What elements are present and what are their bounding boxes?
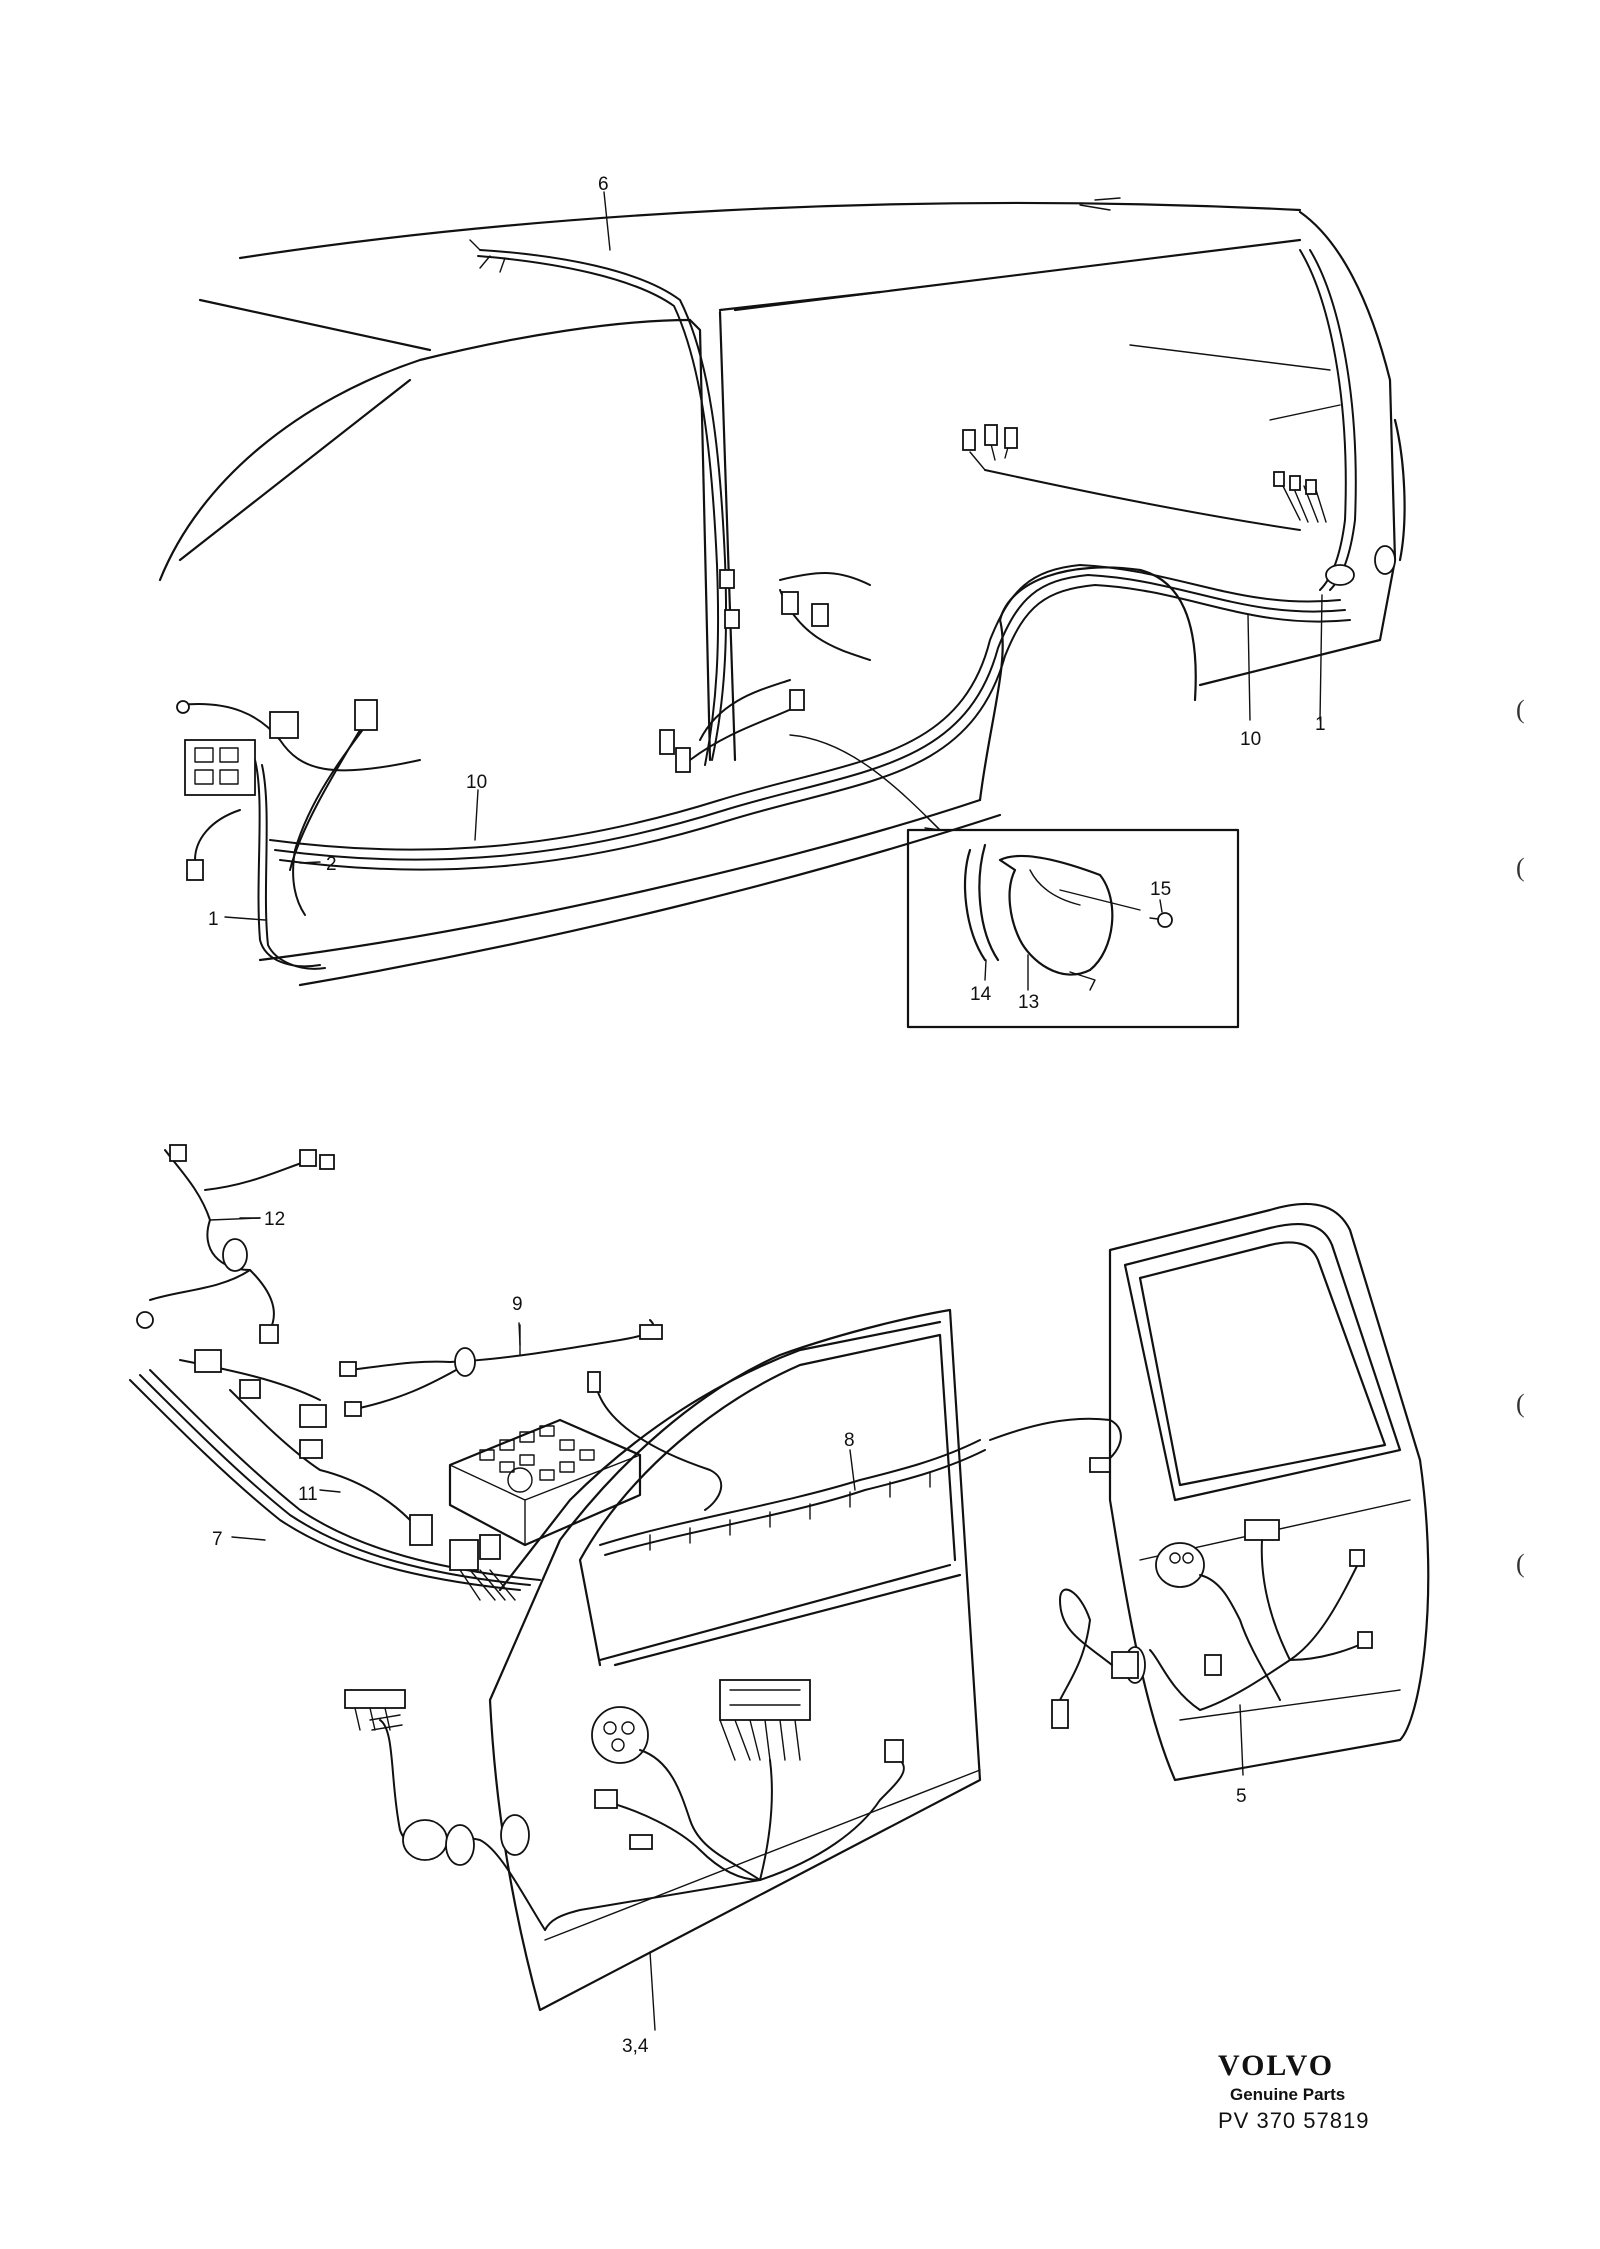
part-code: PV 370 57819 [1218,2108,1369,2133]
harness-7-11 [129,1349,541,1601]
harness-10 [269,197,1396,871]
harness-1-2 [176,699,421,970]
fuse-box [448,1418,642,1547]
callout-11: 11 [298,1484,318,1505]
sill-connectors [659,572,871,773]
detail-inset [906,828,1240,1029]
rear-door [1051,1202,1430,1782]
callout-15: 15 [1150,879,1171,900]
car-body-outline [158,201,1406,987]
leader-lines-lower [231,1217,856,1541]
callout-8: 8 [844,1430,855,1451]
callout-9: 9 [512,1294,523,1315]
margin-mark-2: ( [1516,853,1525,882]
callout-1-top: 1 [1315,714,1326,735]
genuine-parts-label: Genuine Parts [1230,2085,1345,2104]
callout-labels: 6 10 1 10 2 1 15 14 13 12 9 8 11 7 5 3,4 [208,174,1326,2057]
harness-6 [469,239,740,766]
callout-10-top: 10 [1240,729,1261,750]
margin-marks: ( ( ( ( [1516,695,1525,1578]
leader-lines-upper [224,191,1323,921]
callout-13: 13 [1018,992,1039,1013]
brand-block: VOLVO Genuine Parts PV 370 57819 [1218,2049,1369,2133]
margin-mark-4: ( [1516,1549,1525,1578]
callout-2: 2 [326,854,337,875]
callout-6: 6 [598,174,609,195]
callout-14: 14 [970,984,992,1005]
margin-mark-1: ( [1516,695,1525,724]
volvo-logo: VOLVO [1218,2049,1334,2082]
callout-7: 7 [212,1529,223,1550]
callout-5: 5 [1236,1786,1247,1807]
margin-mark-3: ( [1516,1389,1525,1418]
front-door [344,1308,1122,2031]
harness-9 [339,1319,663,1417]
callout-10-left: 10 [466,772,487,793]
callout-1-left: 1 [208,909,219,930]
callout-12: 12 [264,1209,285,1230]
harness-12 [136,1144,335,1344]
callout-3-4: 3,4 [622,2036,649,2057]
